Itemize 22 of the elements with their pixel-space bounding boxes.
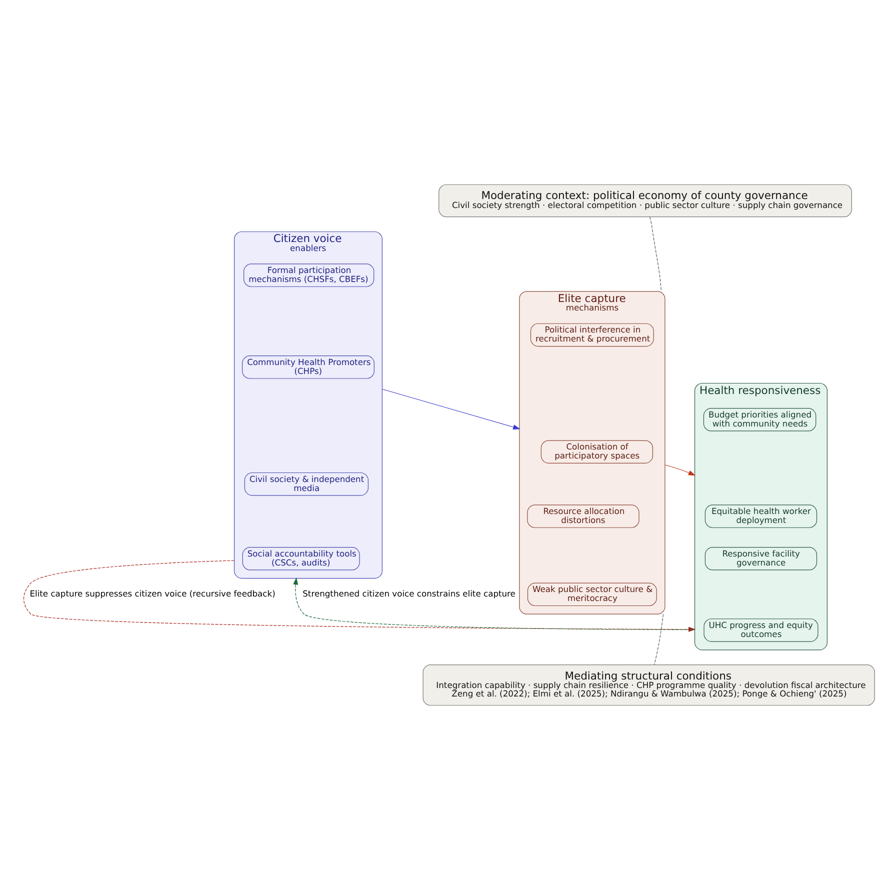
node-box: Colonisation of participatory spaces — [540, 440, 653, 463]
arrow — [381, 388, 520, 429]
arrow — [22, 560, 696, 632]
node-box: Equitable health worker deployment — [704, 504, 817, 528]
node-box: UHC progress and equity outcomes — [703, 618, 818, 642]
node-box: Moderating context: political economy of county governance Civil society strength · electoral competition · public sector culture · supply chain governance — [438, 184, 852, 217]
node-box: Budget priorities aligned with community needs — [702, 408, 816, 431]
node-box: Mediating structural conditions Integration capability · supply chain resilience · CHP programme quality · devolution fiscal architecture Zeng et al. (2022); Elmi et al. (2025); Ndirangu & Wambulwa (2025); Ponge & Ochieng' (2025) — [422, 664, 874, 706]
connector — [654, 613, 663, 664]
edge-label: Elite capture suppresses citizen voice (recursive feedback) — [29, 588, 275, 598]
node-box: Community Health Promoters (CHPs) — [242, 355, 374, 378]
node-box: Political interference in recruitment & procurement — [530, 322, 654, 346]
connector — [649, 216, 661, 292]
node-box: Civil society & independent media — [244, 472, 368, 496]
node-box: Formal participation mechanisms (CHSFs, CBEFs) — [243, 263, 374, 286]
edge-label: Strengthened citizen voice constrains elite capture — [302, 588, 515, 598]
arrow — [664, 464, 696, 476]
node-box: Social accountability tools (CSCs, audits) — [242, 546, 360, 570]
arrow — [292, 576, 695, 630]
node-box: Resource allocation distortions — [526, 504, 639, 528]
node-box: Responsive facility governance — [704, 546, 817, 570]
node-box: Weak public sector culture & meritocracy — [526, 582, 656, 606]
